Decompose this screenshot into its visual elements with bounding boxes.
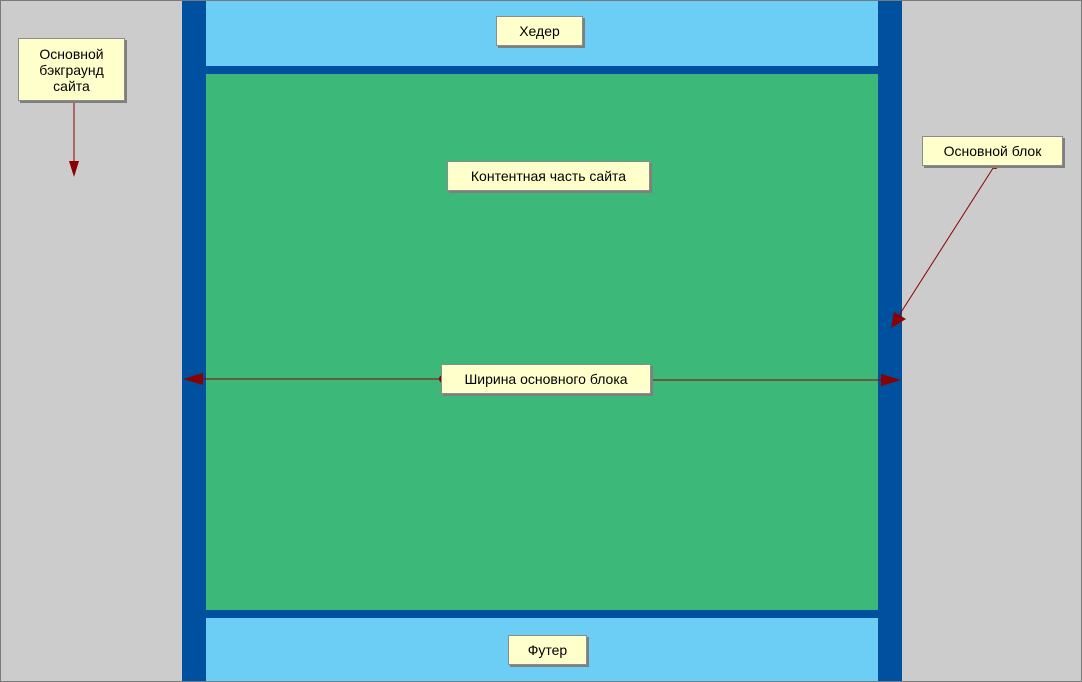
width-label: Ширина основного блока	[441, 364, 651, 394]
main-block-connector-line	[897, 164, 996, 318]
background-connector-arrow	[69, 161, 79, 177]
background-label: Основной бэкграунд сайта	[18, 38, 125, 101]
main-block-label: Основной блок	[922, 136, 1063, 166]
content-label: Контентная часть сайта	[447, 161, 650, 191]
content-area	[206, 74, 878, 610]
footer-label: Футер	[508, 635, 587, 665]
header-label: Хедер	[496, 16, 583, 46]
